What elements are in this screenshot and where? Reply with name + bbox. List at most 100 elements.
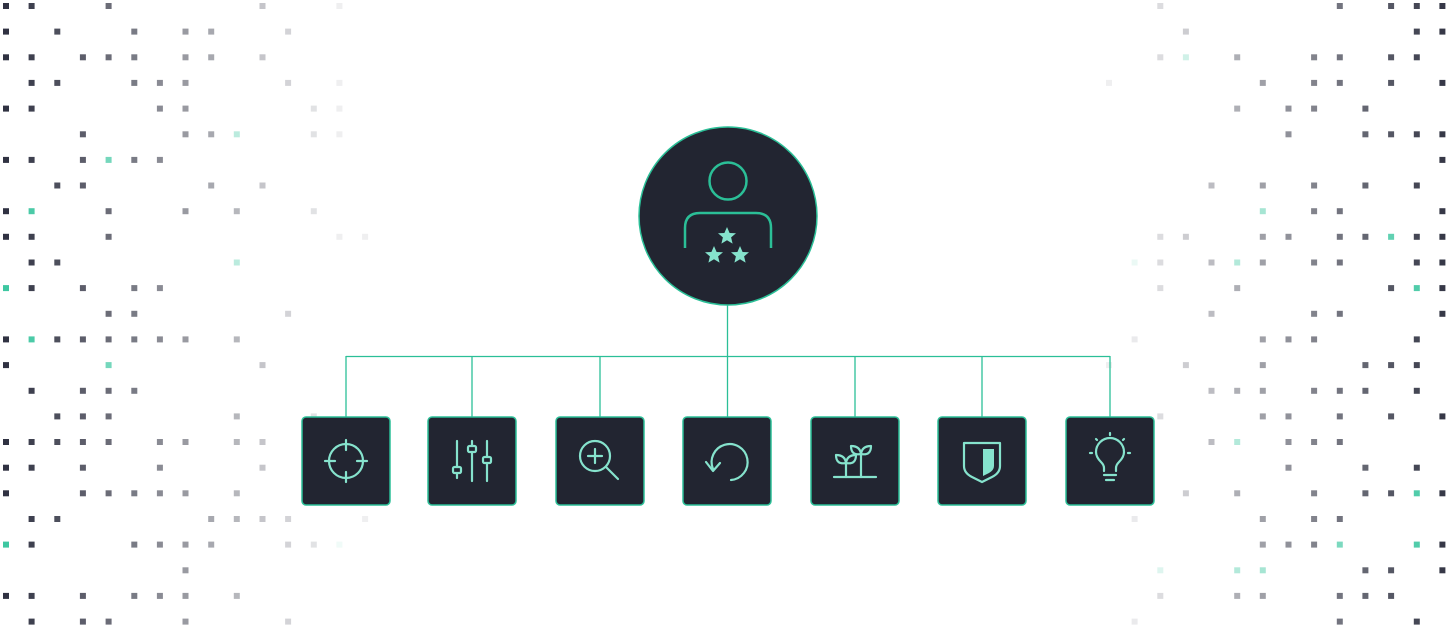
background-dot xyxy=(79,413,86,420)
background-dot xyxy=(182,28,189,35)
background-dot xyxy=(1388,233,1395,240)
background-dot xyxy=(1234,387,1241,394)
background-dot xyxy=(1311,516,1318,522)
background-dot xyxy=(28,618,35,625)
background-dot xyxy=(131,54,138,61)
background-dot xyxy=(156,592,163,599)
background-dot xyxy=(208,131,215,138)
background-dot xyxy=(1439,3,1446,9)
background-dot xyxy=(1259,413,1266,420)
background-dot xyxy=(54,413,61,420)
background-dot xyxy=(131,310,138,317)
background-dot xyxy=(1234,105,1241,112)
background-dot xyxy=(182,439,189,445)
background-dot xyxy=(1388,413,1395,420)
background-dot xyxy=(1285,464,1292,471)
background-dot xyxy=(259,3,266,9)
background-dot xyxy=(1259,259,1266,266)
background-dot xyxy=(1336,259,1343,266)
background-dot xyxy=(1234,54,1241,61)
background-dot xyxy=(1439,79,1446,86)
background-dot xyxy=(3,28,9,35)
background-dot xyxy=(310,105,317,112)
background-dot xyxy=(182,105,189,112)
background-dot xyxy=(1388,567,1395,574)
background-dot xyxy=(1106,362,1112,369)
background-dot xyxy=(1311,182,1318,189)
background-dot xyxy=(156,336,163,343)
user-with-stars-icon xyxy=(683,161,773,263)
background-dot xyxy=(3,490,9,497)
background-dot xyxy=(285,79,292,86)
background-dot xyxy=(233,413,240,420)
background-dot xyxy=(1439,233,1446,240)
background-dot xyxy=(79,490,86,497)
background-dot xyxy=(54,516,61,522)
background-dot xyxy=(1182,490,1189,497)
background-dot xyxy=(1285,131,1292,138)
child-node-shield xyxy=(937,416,1027,506)
background-dot xyxy=(105,208,112,215)
background-dot xyxy=(285,28,292,35)
background-dot xyxy=(105,362,112,369)
background-dot xyxy=(1182,233,1189,240)
background-dot xyxy=(1413,54,1420,61)
background-dot xyxy=(1311,259,1318,266)
background-dot xyxy=(1413,387,1420,394)
background-dot xyxy=(3,285,9,292)
background-dot xyxy=(3,233,9,240)
background-dot xyxy=(3,105,9,112)
background-dot xyxy=(233,490,240,497)
background-dot xyxy=(28,541,35,548)
background-dot xyxy=(310,208,317,215)
background-dot xyxy=(28,285,35,292)
background-dot xyxy=(105,54,112,61)
background-dot xyxy=(79,156,86,163)
background-dot xyxy=(3,592,9,599)
background-dot xyxy=(1208,387,1215,394)
background-dot xyxy=(182,131,189,138)
background-dot xyxy=(105,310,112,317)
background-dot xyxy=(1439,490,1446,497)
background-dot xyxy=(1157,413,1164,420)
background-dot xyxy=(1362,464,1369,471)
background-dot xyxy=(1336,541,1343,548)
background-dot xyxy=(1413,464,1420,471)
background-dot xyxy=(1311,490,1318,497)
background-dot xyxy=(131,156,138,163)
background-dot xyxy=(79,618,86,625)
background-dot xyxy=(182,208,189,215)
background-dot xyxy=(208,54,215,61)
child-node-zoom-in xyxy=(555,416,645,506)
background-dot xyxy=(1311,105,1318,112)
background-dot xyxy=(79,182,86,189)
background-dot xyxy=(1259,362,1266,369)
background-dot xyxy=(1234,592,1241,599)
background-dot xyxy=(259,464,266,471)
background-dot xyxy=(28,336,35,343)
background-dot xyxy=(1259,516,1266,522)
background-dot xyxy=(259,362,266,369)
background-dot xyxy=(1157,285,1164,292)
background-dot xyxy=(1336,413,1343,420)
background-dot xyxy=(336,541,343,548)
background-dot xyxy=(79,592,86,599)
crosshair-icon xyxy=(323,438,369,484)
background-dot xyxy=(28,516,35,522)
background-dot xyxy=(105,3,112,9)
background-dot xyxy=(1362,592,1369,599)
background-dot xyxy=(1413,28,1420,35)
background-dot xyxy=(1439,28,1446,35)
background-dot xyxy=(1285,105,1292,112)
background-dot xyxy=(79,131,86,138)
background-dot xyxy=(259,439,266,445)
background-dot xyxy=(285,541,292,548)
background-dot xyxy=(336,3,343,9)
child-nodes xyxy=(301,416,1155,506)
background-dot xyxy=(28,54,35,61)
background-dot xyxy=(310,131,317,138)
background-dot xyxy=(1362,490,1369,497)
background-dot xyxy=(233,208,240,215)
background-dot xyxy=(1285,413,1292,420)
